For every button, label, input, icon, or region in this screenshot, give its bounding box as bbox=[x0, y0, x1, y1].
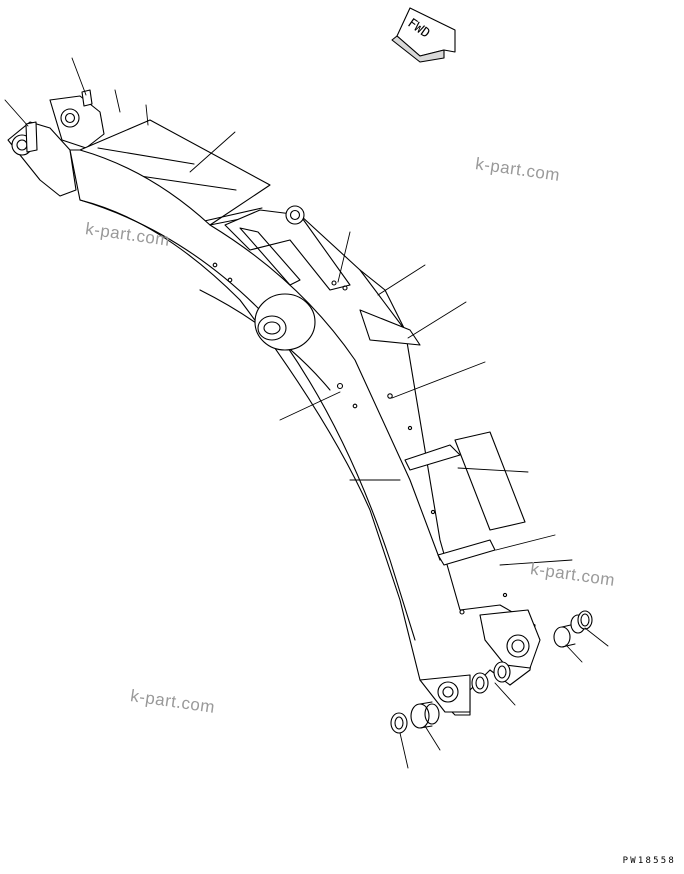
side-plate bbox=[359, 309, 496, 566]
leader-lines bbox=[4, 57, 609, 769]
boom-end-lugs bbox=[419, 609, 541, 713]
label-plate bbox=[454, 431, 526, 531]
boom-foot bbox=[7, 89, 105, 197]
top-bracket bbox=[224, 205, 351, 291]
fwd-arrow-icon: FWD bbox=[391, 7, 456, 63]
cylinder-boss bbox=[254, 293, 316, 351]
fitting-icon bbox=[212, 262, 508, 615]
drawing-code: PW18558 bbox=[622, 856, 676, 866]
bushing-icon bbox=[390, 610, 593, 734]
